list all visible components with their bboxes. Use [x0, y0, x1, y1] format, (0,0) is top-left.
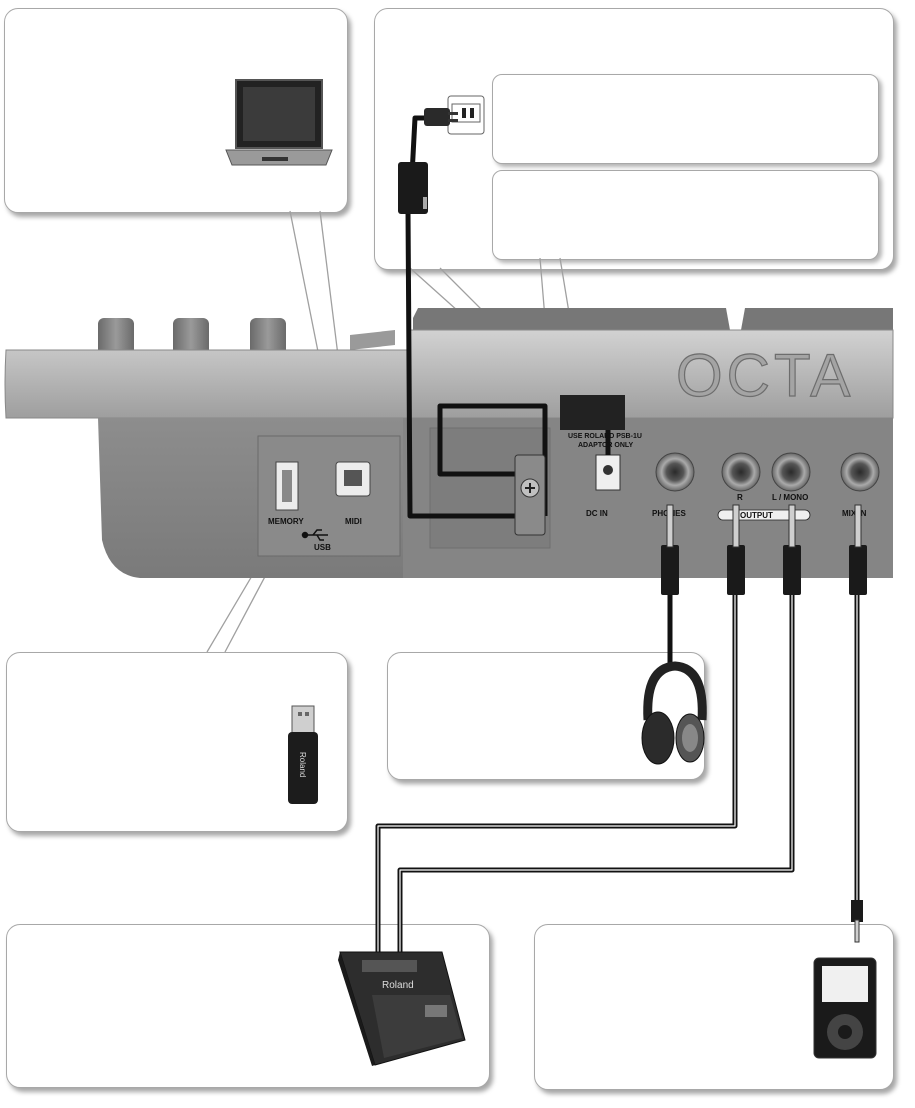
amplifier-speaker-icon: Roland	[338, 951, 466, 1066]
computer-icon	[225, 79, 333, 166]
output-l-mono-label: L / MONO	[772, 493, 808, 502]
dc-in-label: DC IN	[586, 509, 608, 518]
octapad-logo: OCTA	[676, 342, 854, 409]
output-label: OUTPUT	[740, 511, 773, 520]
mix-in-label: MIX IN	[842, 509, 867, 518]
usb-symbol-icon	[301, 529, 328, 541]
usb-flash-drive-icon: Roland	[288, 705, 318, 804]
audio-cables	[375, 590, 860, 965]
jack-plugs	[661, 504, 867, 943]
midi-label: MIDI	[345, 517, 362, 526]
octapad-unit: OCTA MEMORY MIDI USB DC IN USE ROLAND PS…	[4, 308, 894, 578]
phones-jack	[655, 452, 695, 492]
ac-outlet-note-box	[492, 74, 879, 164]
memory-label: MEMORY	[268, 517, 304, 526]
ac-adaptor-note-box	[492, 170, 879, 260]
plug-icon	[424, 108, 458, 126]
mix-in-jack	[840, 452, 880, 492]
adaptor-label-line1: USE ROLAND PSB-1U	[568, 433, 642, 440]
audio-cables-inner	[377, 590, 858, 965]
cable-hook-icon	[514, 395, 625, 536]
ac-outlet-icon	[447, 95, 485, 135]
output-l-mono-jack	[771, 452, 811, 492]
ac-adaptor-icon	[398, 162, 428, 214]
headphones-icon	[641, 661, 707, 765]
speaker-brand: Roland	[382, 980, 414, 991]
jacks	[655, 452, 880, 492]
audio-player-icon	[813, 957, 877, 1059]
output-r-label: R	[737, 493, 743, 502]
output-r-jack	[721, 452, 761, 492]
flash-drive-brand: Roland	[298, 752, 307, 777]
usb-label: USB	[314, 543, 331, 552]
